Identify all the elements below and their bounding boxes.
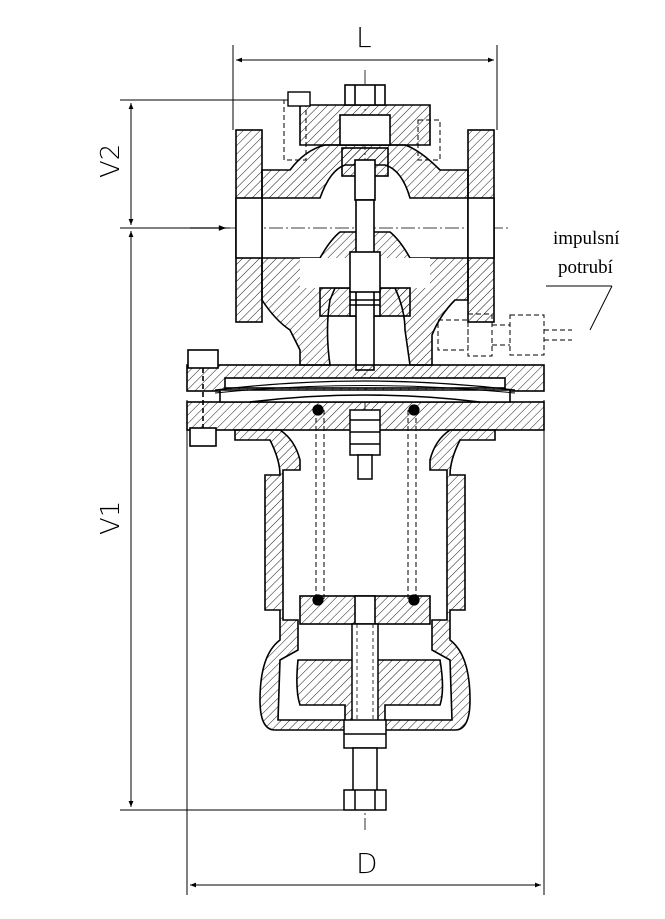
impulse-leader <box>546 285 613 331</box>
dimension-label-L: L <box>356 21 372 54</box>
dimension-L <box>232 45 498 130</box>
dimension-D <box>186 400 545 895</box>
dimension-label-V2: V2 <box>96 143 126 178</box>
spring-plate <box>299 595 431 625</box>
adjusting-screw <box>343 409 387 811</box>
impulse-label-line-1: impulsní <box>553 228 620 249</box>
dimension-label-V1: V1 <box>96 500 126 535</box>
diaphragm-housing <box>186 349 545 447</box>
dimension-label-D: D <box>356 847 378 880</box>
dimension-V <box>120 99 350 811</box>
impulse-label-line-2: potrubí <box>558 257 613 278</box>
valve-body <box>235 84 495 371</box>
impulse-fitting <box>437 313 572 357</box>
top-bolt-head <box>287 91 311 107</box>
